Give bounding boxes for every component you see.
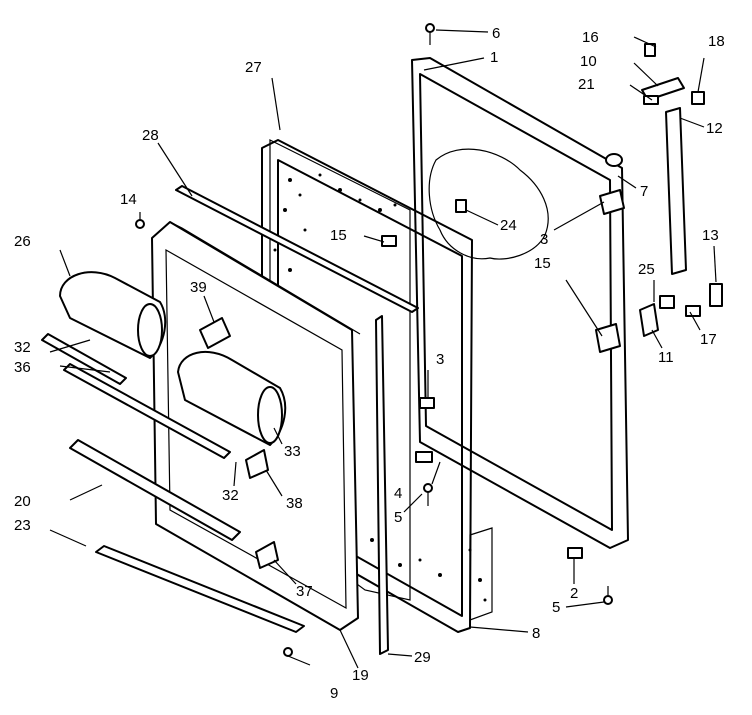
hinge-assembly bbox=[595, 43, 723, 353]
callout-11: 11 bbox=[658, 349, 674, 366]
callout-3b: 3 bbox=[436, 351, 444, 368]
callout-8: 8 bbox=[532, 625, 540, 642]
callout-37: 37 bbox=[296, 583, 313, 600]
callout-5a: 5 bbox=[394, 509, 402, 526]
callout-15a: 15 bbox=[330, 227, 347, 244]
callout-17: 17 bbox=[700, 331, 717, 348]
callout-19: 19 bbox=[352, 667, 369, 684]
callout-15b: 15 bbox=[534, 255, 551, 272]
callout-2: 2 bbox=[570, 585, 578, 602]
callout-18: 18 bbox=[708, 33, 725, 50]
callout-10: 10 bbox=[580, 53, 597, 70]
callout-32b: 32 bbox=[222, 487, 239, 504]
callout-38: 38 bbox=[286, 495, 303, 512]
callout-29: 29 bbox=[414, 649, 431, 666]
callout-36: 36 bbox=[14, 359, 31, 376]
callout-16: 16 bbox=[582, 29, 599, 46]
callout-24: 24 bbox=[500, 217, 517, 234]
callout-6: 6 bbox=[492, 25, 500, 42]
dairy-bin-lower bbox=[177, 351, 287, 446]
callout-32a: 32 bbox=[14, 339, 31, 356]
callout-25: 25 bbox=[638, 261, 655, 278]
callout-12: 12 bbox=[706, 120, 723, 137]
callout-3a: 3 bbox=[540, 231, 548, 248]
callout-33: 33 bbox=[284, 443, 301, 460]
callout-9: 9 bbox=[330, 685, 338, 702]
callout-14: 14 bbox=[120, 191, 137, 208]
callout-5b: 5 bbox=[552, 599, 560, 616]
callout-labels: 6 1 16 18 10 21 12 27 28 7 24 3 14 15 13… bbox=[14, 25, 725, 702]
door-strip bbox=[375, 315, 389, 655]
callout-1: 1 bbox=[490, 49, 498, 66]
callout-7: 7 bbox=[640, 183, 648, 200]
callout-23: 23 bbox=[14, 517, 31, 534]
callout-20: 20 bbox=[14, 493, 31, 510]
callout-26: 26 bbox=[14, 233, 31, 250]
leader-lines bbox=[49, 29, 717, 669]
shelf-rails bbox=[41, 185, 419, 633]
callout-4: 4 bbox=[394, 485, 402, 502]
callout-28: 28 bbox=[142, 127, 159, 144]
callout-39: 39 bbox=[190, 279, 207, 296]
callout-13: 13 bbox=[702, 227, 719, 244]
outer-door-panel bbox=[411, 57, 629, 549]
fasteners bbox=[135, 23, 701, 657]
callout-27: 27 bbox=[245, 59, 262, 76]
callout-21: 21 bbox=[578, 76, 595, 93]
dairy-bin-upper bbox=[59, 271, 167, 359]
